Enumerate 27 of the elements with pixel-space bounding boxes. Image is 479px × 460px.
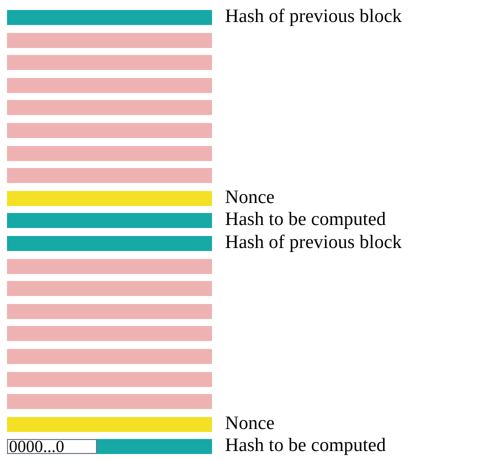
bar-caption: Hash of previous block bbox=[225, 7, 402, 27]
data-bar bbox=[7, 123, 212, 138]
data-bar bbox=[7, 349, 212, 364]
bar-caption: Hash of previous block bbox=[225, 233, 402, 253]
data-bar bbox=[7, 55, 212, 70]
data-bar bbox=[7, 281, 212, 296]
data-bar bbox=[7, 304, 212, 319]
data-bar bbox=[7, 439, 212, 454]
data-bar bbox=[7, 394, 212, 410]
bar-caption: Nonce bbox=[225, 188, 275, 208]
bar-caption: Hash to be computed bbox=[225, 436, 386, 456]
data-bar bbox=[7, 190, 212, 206]
data-bar bbox=[7, 100, 212, 116]
data-bar bbox=[7, 146, 212, 161]
data-bar bbox=[7, 168, 212, 184]
data-bar bbox=[7, 258, 212, 274]
data-bar bbox=[7, 32, 212, 48]
data-bar bbox=[7, 416, 212, 432]
bar-text: 0000...0 bbox=[7, 439, 97, 454]
data-bar bbox=[7, 326, 212, 342]
data-bar bbox=[7, 213, 212, 228]
data-bar bbox=[7, 78, 212, 93]
bar-caption: Hash to be computed bbox=[225, 210, 386, 230]
bar-caption: Nonce bbox=[225, 414, 275, 434]
data-bar bbox=[7, 372, 212, 387]
data-bar bbox=[7, 10, 212, 25]
data-bar bbox=[7, 236, 212, 251]
